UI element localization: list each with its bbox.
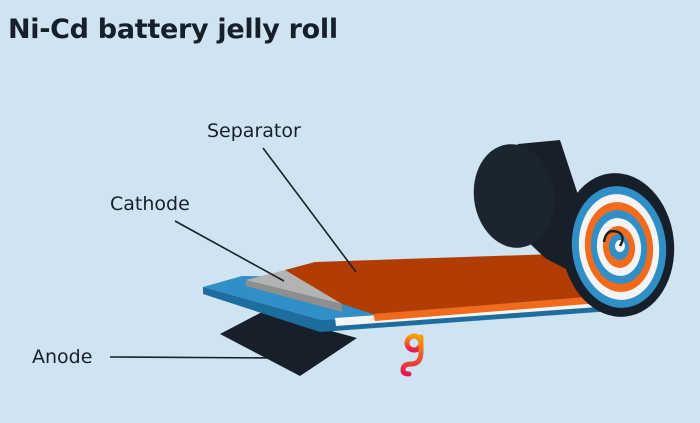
- roll-back: [473, 144, 555, 248]
- separator-sheet: [285, 254, 605, 314]
- roll-spiral: [571, 186, 667, 308]
- page-title: Ni-Cd battery jelly roll: [8, 14, 338, 45]
- anode-sheet: [220, 312, 357, 376]
- separator-label: Separator: [207, 120, 301, 142]
- cathode-leader-line: [174, 220, 285, 282]
- anode-label: Anode: [32, 346, 93, 368]
- separator-sheet-edge: [373, 296, 600, 321]
- anode-leader-line: [109, 356, 278, 359]
- brand-g-logo-icon: [400, 333, 424, 377]
- blue-separator-edge: [203, 287, 626, 332]
- cathode-edge: [246, 280, 342, 312]
- separator-leader-line: [262, 147, 357, 273]
- cathode-label: Cathode: [110, 193, 190, 215]
